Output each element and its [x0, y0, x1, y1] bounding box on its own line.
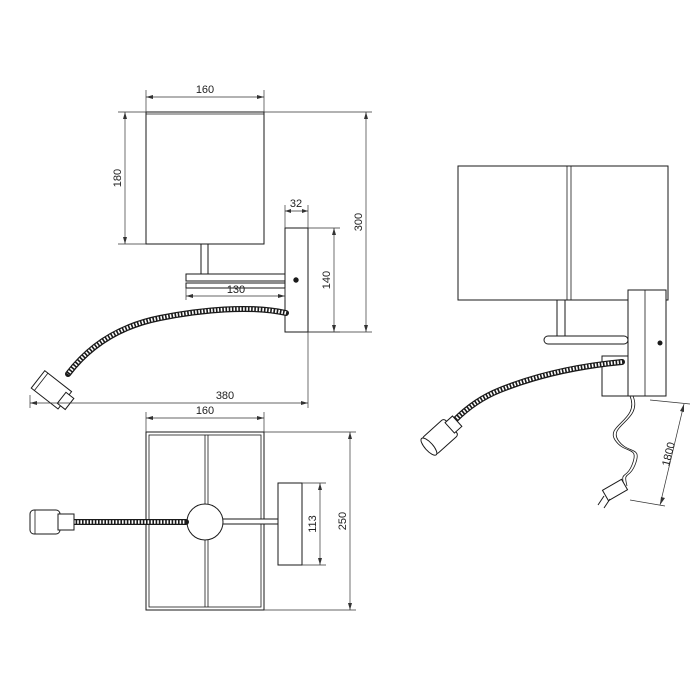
side-mount-screw	[293, 277, 299, 283]
side-stem	[200, 243, 209, 277]
side-gooseneck	[65, 305, 289, 377]
top-backplate	[277, 482, 303, 566]
iso-arm	[543, 335, 629, 345]
side-spot-head	[30, 369, 75, 411]
dim-total-depth: 380	[216, 390, 234, 402]
dim-arm-length: 130	[227, 284, 245, 296]
isometric-view: 1800	[420, 165, 691, 509]
iso-power-cable	[612, 395, 635, 487]
dim-shade-width: 160	[196, 84, 214, 96]
iso-spot-head	[420, 415, 463, 456]
side-shade	[145, 111, 265, 245]
iso-gooseneck	[452, 359, 625, 423]
iso-plug	[597, 478, 629, 509]
dim-total-height: 300	[353, 213, 365, 231]
dim-cable-length: 1800	[660, 441, 678, 468]
top-hub	[186, 503, 224, 541]
dim-top-shade-width: 160	[196, 405, 214, 417]
dim-top-backplate-width: 113	[307, 515, 319, 533]
top-spot-head	[29, 509, 75, 535]
top-view: 160 113 250	[29, 405, 356, 611]
dim-shade-height: 180	[112, 169, 124, 187]
iso-shade	[457, 165, 669, 301]
side-view: 160 180 32 300 140 130	[29, 84, 372, 411]
dim-backplate-height: 140	[321, 271, 333, 289]
dim-top-total-width: 250	[337, 512, 349, 530]
dim-backplate-width: 32	[290, 198, 302, 210]
side-arm	[185, 273, 287, 282]
